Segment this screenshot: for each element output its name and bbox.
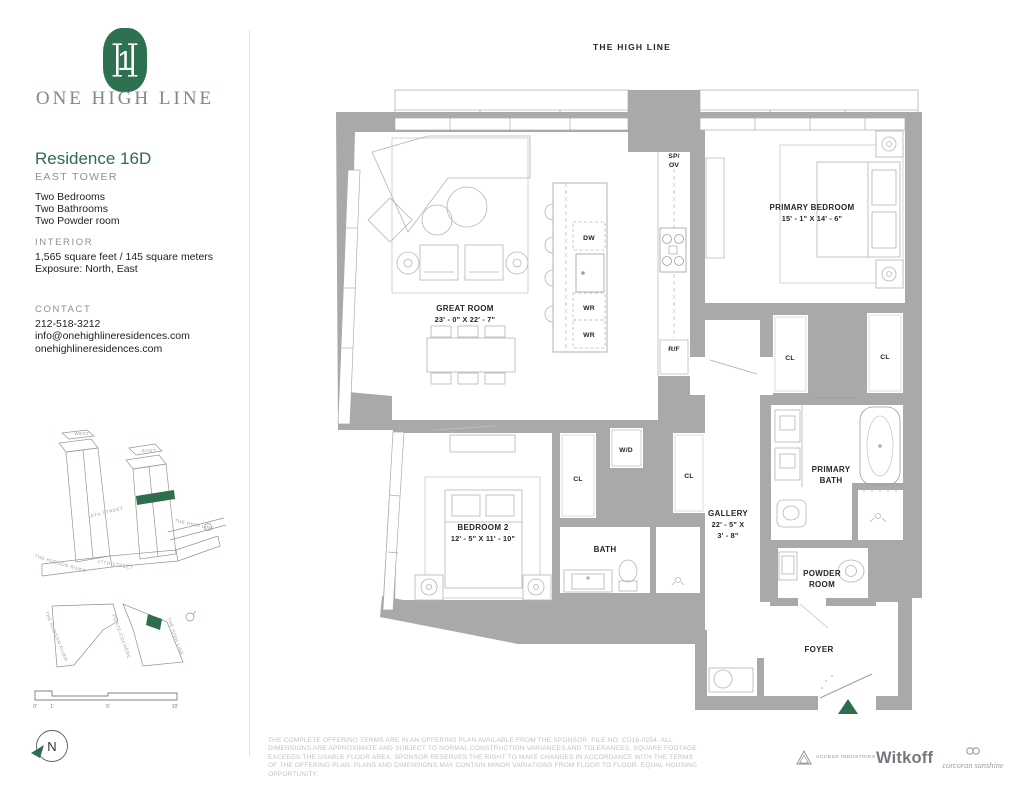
site-map: THE HUDSON RIVER PORTE-COCHÈRE THE HIGH … [44,603,197,668]
access-mountain-icon [796,750,812,765]
witkoff-logo: Witkoff [876,749,934,767]
window-walls [337,117,906,611]
gallery-dims-1: 22' - 5" X [712,520,745,529]
kitchen [544,152,758,376]
dishwasher-label: DW [583,235,595,242]
great-room-furniture [367,135,531,385]
west-tower-label: WEST [74,431,89,436]
room-closet-1 [560,433,596,518]
exposure: Exposure: North, East [35,263,138,275]
residence-floor-band [136,490,175,505]
primary-bedroom-furniture [779,130,904,289]
corcoran-rings-icon [966,747,980,755]
contact-website[interactable]: onehighlineresidences.com [35,342,163,355]
one-high-line-monogram-icon: 1 [103,28,147,92]
great-room-label: GREAT ROOM [436,304,494,313]
feature-powder: Two Powder room [35,214,120,227]
primary-bath-label-2: BATH [820,476,843,485]
closet-3-label: CL [785,355,794,362]
primary-bedroom-label: PRIMARY BEDROOM [770,203,855,212]
residence-title: Residence 16D [35,149,152,168]
unit-features: Two Bedrooms Two Bathrooms Two Powder ro… [35,191,120,227]
great-room-dims: 23' - 0" X 22' - 7" [435,315,495,324]
gallery-dims-2: 3' - 8" [717,531,738,540]
closet-details [561,314,902,517]
building-axon-diagram: WEST EAST 18TH STREET THE HIGH LINE THE … [34,429,227,577]
access-industries-label: ACCESS INDUSTRIES [816,755,876,760]
scale-5: 5' [106,704,110,710]
room-washer-dryer [610,428,643,468]
foyer-label: FOYER [804,645,833,654]
room-closet-2 [673,433,705,513]
room-labels: GREAT ROOM 23' - 0" X 22' - 7" PRIMARY B… [435,153,890,654]
east-tower-label: EAST [142,448,156,453]
access-industries-logo: ACCESS INDUSTRIES [796,749,876,766]
north-arrow-icon [31,745,44,758]
room-primary-bath [771,405,903,540]
brand-logo: 1 [103,28,147,92]
tower-label: EAST TOWER [35,171,118,183]
street17-label: 17TH STREET [97,559,133,570]
sidebar-divider [249,30,250,756]
bedroom-2-dims: 12' - 5" X 11' - 10" [451,534,515,543]
closet-4-label: CL [880,354,889,361]
primary-bedroom-dims: 15' - 1" X 14' - 6" [782,214,842,223]
feature-bedrooms: Two Bedrooms [35,191,106,203]
contact-block: 212-518-3212 info@onehighlineresidences.… [35,318,190,355]
wine-lower-label: WR [583,332,595,339]
residence-location-marker [146,614,162,630]
context-highline-label: THE HIGH LINE [593,42,671,52]
scale-0: 0' [33,704,37,710]
corcoran-sunshine-label: corcoran sunshine [942,761,1004,770]
compass-n: N [47,739,56,754]
wall-overlays [380,483,903,696]
scale-bar: 0' 1' 5' 10' [33,690,179,710]
bedroom-2-furniture [414,425,552,601]
svg-text:1: 1 [117,45,133,76]
bath-fixtures [563,397,901,693]
closet-1-label: CL [573,476,582,483]
room-shower [656,527,700,593]
scale-10: 10' [172,704,179,710]
compass-icon: N [31,730,68,762]
contact-phone[interactable]: 212-518-3212 [35,318,101,330]
washer-dryer-label: W/D [619,447,633,454]
room-powder [778,548,868,602]
corcoran-sunshine-logo: corcoran sunshine [933,742,1013,770]
powder-room-label-2: ROOM [809,580,835,589]
powder-room-label-1: POWDER [803,569,841,578]
bedroom-2-label: BEDROOM 2 [457,523,508,532]
room-foyer [707,602,898,696]
closet-2-label: CL [684,473,693,480]
offering-disclaimer: THE COMPLETE OFFERING TERMS ARE IN AN OF… [268,737,698,778]
primary-bath-label-1: PRIMARY [812,465,851,474]
entry-door [819,673,873,714]
room-closet-4 [867,313,903,393]
contact-heading: CONTACT [35,304,92,315]
hall-connector [690,357,773,395]
fridge-label: R/F [668,346,680,353]
interior-area: 1,565 square feet / 145 square meters [35,251,214,263]
speed-oven-label-2: OV [669,162,679,169]
speed-oven-label-1: SP/ [668,153,680,160]
room-bath [560,527,650,593]
feature-bathrooms: Two Bathrooms [35,202,108,215]
room-closet-3 [773,315,808,393]
scale-1: 1' [50,704,54,710]
entry-marker-icon [838,699,858,714]
brand-wordmark: ONE HIGH LINE [35,88,215,109]
wine-upper-label: WR [583,305,595,312]
interior-heading: INTERIOR [35,237,94,248]
bath-label: BATH [594,545,617,554]
contact-email[interactable]: info@onehighlineresidences.com [35,330,190,343]
room-great-room [348,132,690,420]
gallery-label: GALLERY [708,509,748,518]
